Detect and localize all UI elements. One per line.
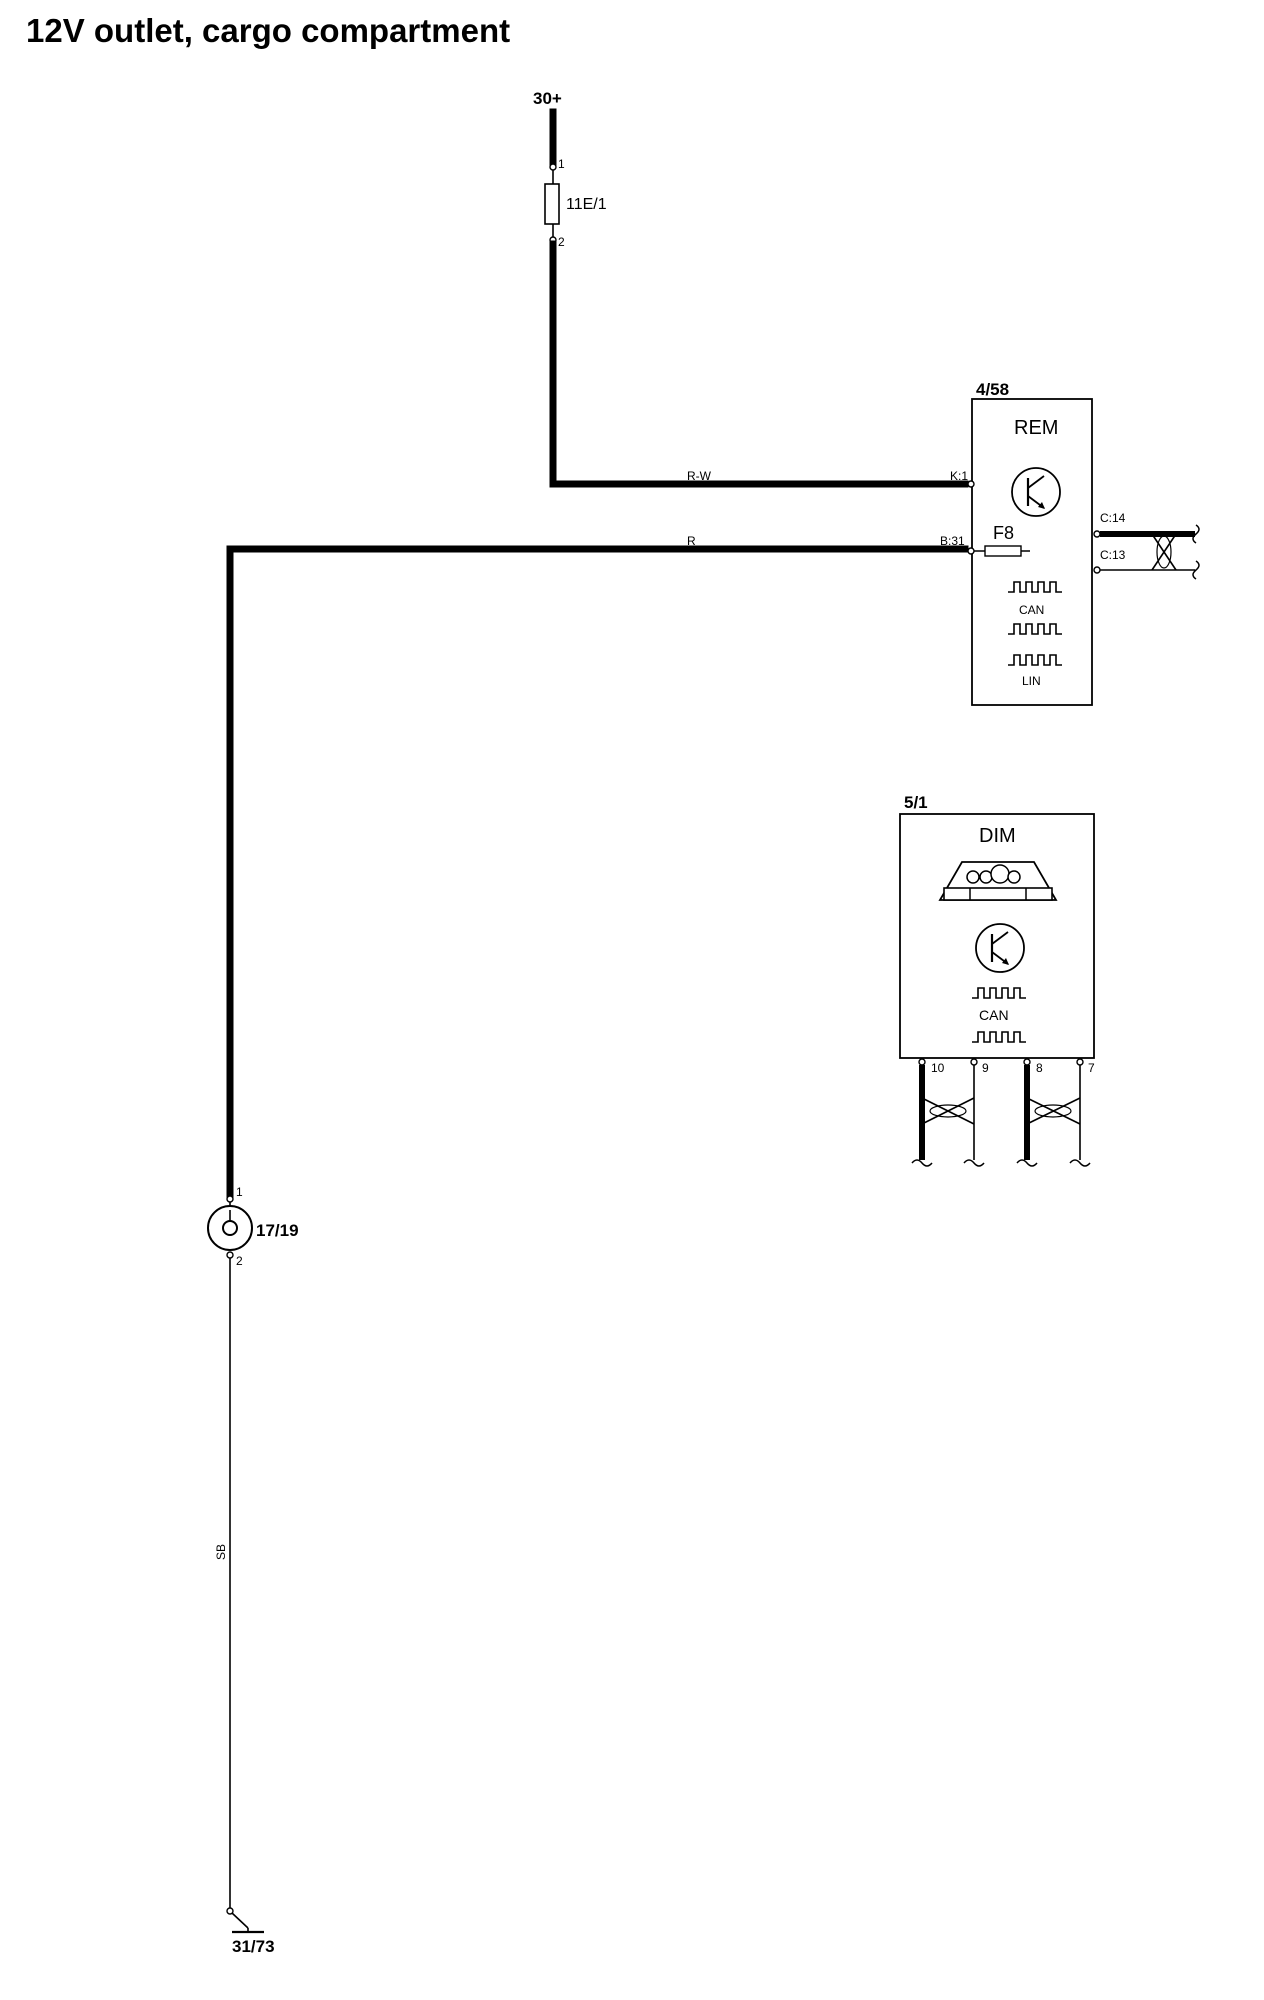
outlet-pin-1-label: 1 bbox=[236, 1185, 243, 1199]
dim-pin-7 bbox=[1076, 1058, 1084, 1066]
rem-name: REM bbox=[1014, 417, 1058, 439]
wire-r-w-label: R-W bbox=[687, 469, 712, 483]
rem-id: 4/58 bbox=[976, 380, 1009, 399]
dim-pin-10-label: 10 bbox=[931, 1061, 945, 1075]
instrument-cluster-icon bbox=[938, 861, 1058, 901]
dim-name: DIM bbox=[979, 825, 1016, 847]
ground-symbol bbox=[226, 1907, 264, 1934]
fuse-label: 11E/1 bbox=[566, 196, 607, 213]
dim-pin-10 bbox=[918, 1058, 926, 1066]
rem-fuse-label: F8 bbox=[993, 523, 1014, 543]
outlet-label: 17/19 bbox=[256, 1221, 299, 1240]
dim-pin-7-label: 7 bbox=[1088, 1061, 1095, 1075]
rem-pin-k1 bbox=[967, 480, 975, 488]
dim-can-bus-twisted-pair-left bbox=[911, 1065, 985, 1167]
dim-can-label: CAN bbox=[979, 1007, 1009, 1023]
wire-sb-label: SB bbox=[214, 1544, 228, 1560]
dim-id: 5/1 bbox=[904, 793, 928, 812]
rem-transistor-icon bbox=[1010, 466, 1062, 518]
rem-pin-k1-label: K:1 bbox=[950, 469, 968, 483]
rem-pin-b31 bbox=[967, 547, 975, 555]
rem-pin-c13-label: C:13 bbox=[1100, 548, 1126, 562]
dim-pin-9-label: 9 bbox=[982, 1061, 989, 1075]
rem-can-label: CAN bbox=[1019, 603, 1044, 617]
wire-r-w bbox=[549, 240, 969, 488]
rem-pin-b31-label: B:31 bbox=[940, 534, 965, 548]
outlet-pin-2-label: 2 bbox=[236, 1254, 243, 1268]
outlet-pin-2 bbox=[226, 1251, 234, 1259]
rem-pin-c13 bbox=[1093, 566, 1101, 574]
outlet-pin-1 bbox=[226, 1195, 234, 1203]
rem-pin-c14-label: C:14 bbox=[1100, 511, 1126, 525]
rem-internal-fuse-icon bbox=[974, 545, 1030, 557]
wire-r bbox=[226, 545, 969, 1199]
ground-label: 31/73 bbox=[232, 1937, 275, 1956]
dim-can-bus-twisted-pair-right bbox=[1016, 1065, 1091, 1167]
fuse-11e1 bbox=[544, 163, 560, 244]
fuse-pin-2: 2 bbox=[558, 235, 565, 249]
supply-label: 30+ bbox=[533, 89, 562, 108]
dim-pin-9 bbox=[970, 1058, 978, 1066]
rem-lin-label: LIN bbox=[1022, 674, 1041, 688]
diagram-title: 12V outlet, cargo compartment bbox=[26, 12, 511, 49]
dim-transistor-icon bbox=[974, 922, 1026, 974]
wire-r-label: R bbox=[687, 534, 696, 548]
fuse-pin-1: 1 bbox=[558, 157, 565, 171]
rem-pin-c14 bbox=[1093, 530, 1101, 538]
dim-pin-8 bbox=[1023, 1058, 1031, 1066]
dim-pin-8-label: 8 bbox=[1036, 1061, 1043, 1075]
outlet-12v-icon bbox=[207, 1202, 253, 1251]
rem-can-bus-twisted-pair bbox=[1100, 524, 1200, 580]
